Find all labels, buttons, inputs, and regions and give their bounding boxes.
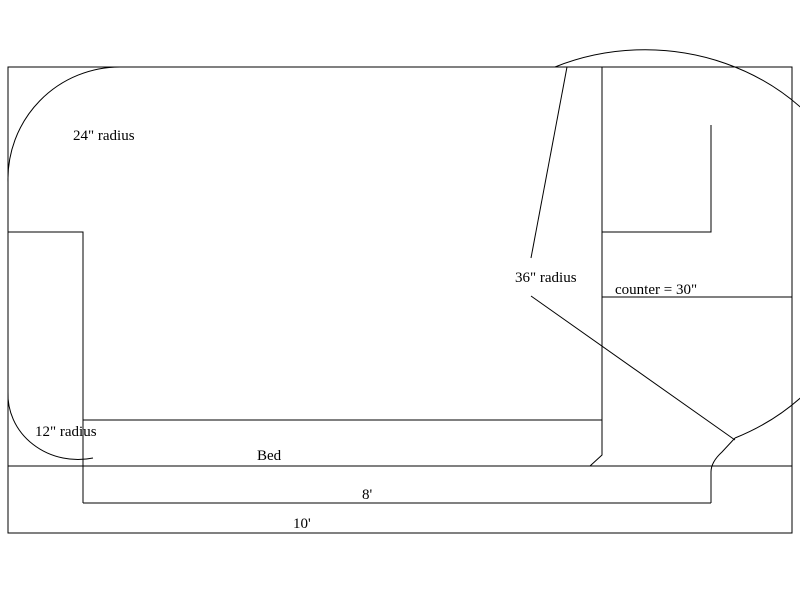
radius-12-arc (7, 391, 94, 461)
upper-cabinet (602, 125, 712, 233)
length-8-label: 8' (362, 487, 373, 503)
radius-24-label: 24" radius (73, 128, 135, 144)
counter-label: counter = 30" (615, 282, 697, 298)
radius-36-label: 36" radius (515, 270, 577, 286)
length-10-label: 10' (293, 516, 311, 532)
radius-12-label: 12" radius (35, 424, 97, 440)
bed-label: Bed (257, 448, 282, 464)
left-notch-wall (8, 231, 84, 503)
radius-36-line-lower (530, 295, 736, 441)
counter-divider (589, 67, 603, 467)
main-outline (7, 49, 800, 439)
radius-36-line-upper (530, 66, 568, 259)
arc-tail (710, 437, 736, 503)
